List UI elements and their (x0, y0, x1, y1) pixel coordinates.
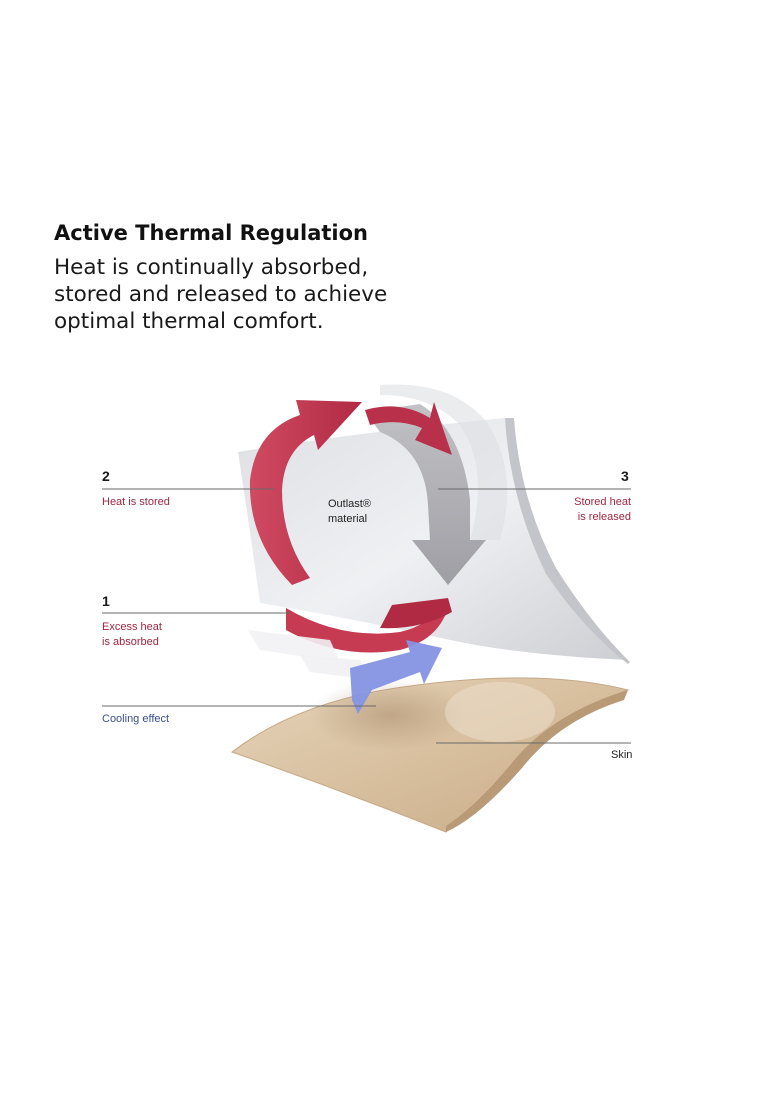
cooling-arrow (350, 640, 442, 714)
release-arrow (365, 404, 486, 585)
skin-shadow-right (445, 682, 555, 742)
heat-cycle-arrow (249, 400, 362, 585)
heat-streak-1 (248, 630, 340, 662)
step-number-absorbed: 1 (102, 593, 110, 609)
label-outlast-material: Outlast® material (328, 497, 371, 527)
absorb-arrow-top (380, 598, 452, 629)
page-subtitle: Heat is continually absorbed, stored and… (54, 254, 474, 335)
label-skin: Skin (611, 749, 633, 761)
label-absorbed-line-1: Excess heat (102, 621, 162, 633)
step-number-stored: 2 (102, 468, 110, 484)
heat-cycle-arrow-upper (365, 402, 452, 455)
skin-layer-edge (446, 690, 628, 832)
subtitle-line-2: stored and released to achieve (54, 282, 388, 307)
skin-shadow (310, 679, 470, 751)
label-absorbed-line-2: is absorbed (102, 636, 159, 648)
page-title: Active Thermal Regulation (54, 221, 368, 245)
motion-trail (380, 384, 508, 540)
label-released-line-1: Stored heat (574, 496, 631, 508)
subtitle-line-3: optimal thermal comfort. (54, 309, 324, 334)
subtitle-line-1: Heat is continually absorbed, (54, 255, 369, 280)
label-released-line-2: is released (577, 511, 631, 523)
label-material-line-1: Outlast® (328, 498, 371, 510)
label-stored-heat-released: Stored heat is released (531, 495, 631, 525)
label-excess-heat-absorbed: Excess heat is absorbed (102, 620, 162, 650)
step-number-released: 3 (621, 468, 629, 484)
label-cooling-effect: Cooling effect (102, 713, 170, 725)
label-heat-stored: Heat is stored (102, 496, 170, 508)
label-material-line-2: material (328, 513, 368, 525)
